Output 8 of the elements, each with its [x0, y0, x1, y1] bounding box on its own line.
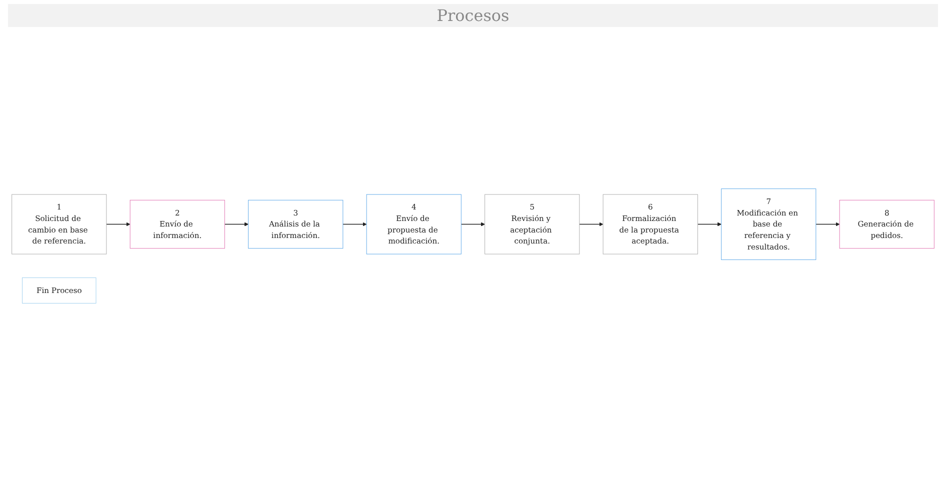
arrow: [460, 222, 486, 226]
arrow: [224, 222, 249, 226]
arrow: [342, 222, 367, 226]
diagram-title: Procesos: [8, 4, 938, 27]
arrow: [816, 222, 840, 226]
arrow: [106, 222, 130, 226]
arrow: [697, 222, 722, 226]
arrow: [579, 222, 604, 226]
